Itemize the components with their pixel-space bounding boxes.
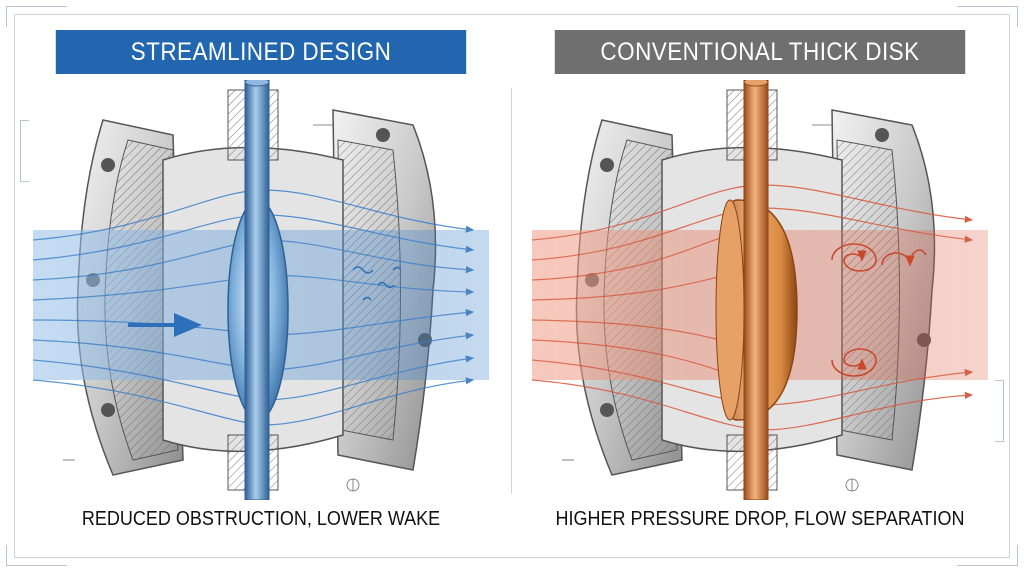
hud-tick-right — [995, 380, 1004, 442]
hud-accent-bottom-right — [957, 545, 1018, 566]
stem-top — [743, 80, 769, 87]
hud-accent-top-right — [957, 6, 1018, 27]
valve-stem — [244, 80, 270, 500]
panel-divider — [511, 88, 512, 494]
panel-caption-streamlined: REDUCED OBSTRUCTION, LOWER WAKE — [81, 508, 441, 530]
valve-stem — [743, 80, 769, 500]
dimension-marks — [63, 124, 360, 492]
hud-tick-left — [20, 120, 29, 182]
dimension-marks — [562, 124, 859, 492]
valve-diagram-conventional — [532, 80, 988, 500]
hud-accent-top-left — [6, 6, 67, 27]
panel-conventional: CONVENTIONAL THICK DISK — [532, 30, 988, 542]
panel-title-conventional: CONVENTIONAL THICK DISK — [554, 30, 966, 74]
small-wake — [352, 266, 402, 301]
hud-accent-bottom-left — [6, 545, 67, 566]
panel-streamlined: STREAMLINED DESIGN — [33, 30, 489, 542]
separation-vortices — [831, 243, 927, 377]
outer-frame — [14, 14, 1010, 558]
panel-caption-conventional: HIGHER PRESSURE DROP, FLOW SEPARATION — [555, 508, 965, 530]
stem-top — [244, 80, 270, 87]
panel-title-streamlined: STREAMLINED DESIGN — [55, 30, 467, 74]
valve-diagram-streamlined — [33, 80, 489, 500]
